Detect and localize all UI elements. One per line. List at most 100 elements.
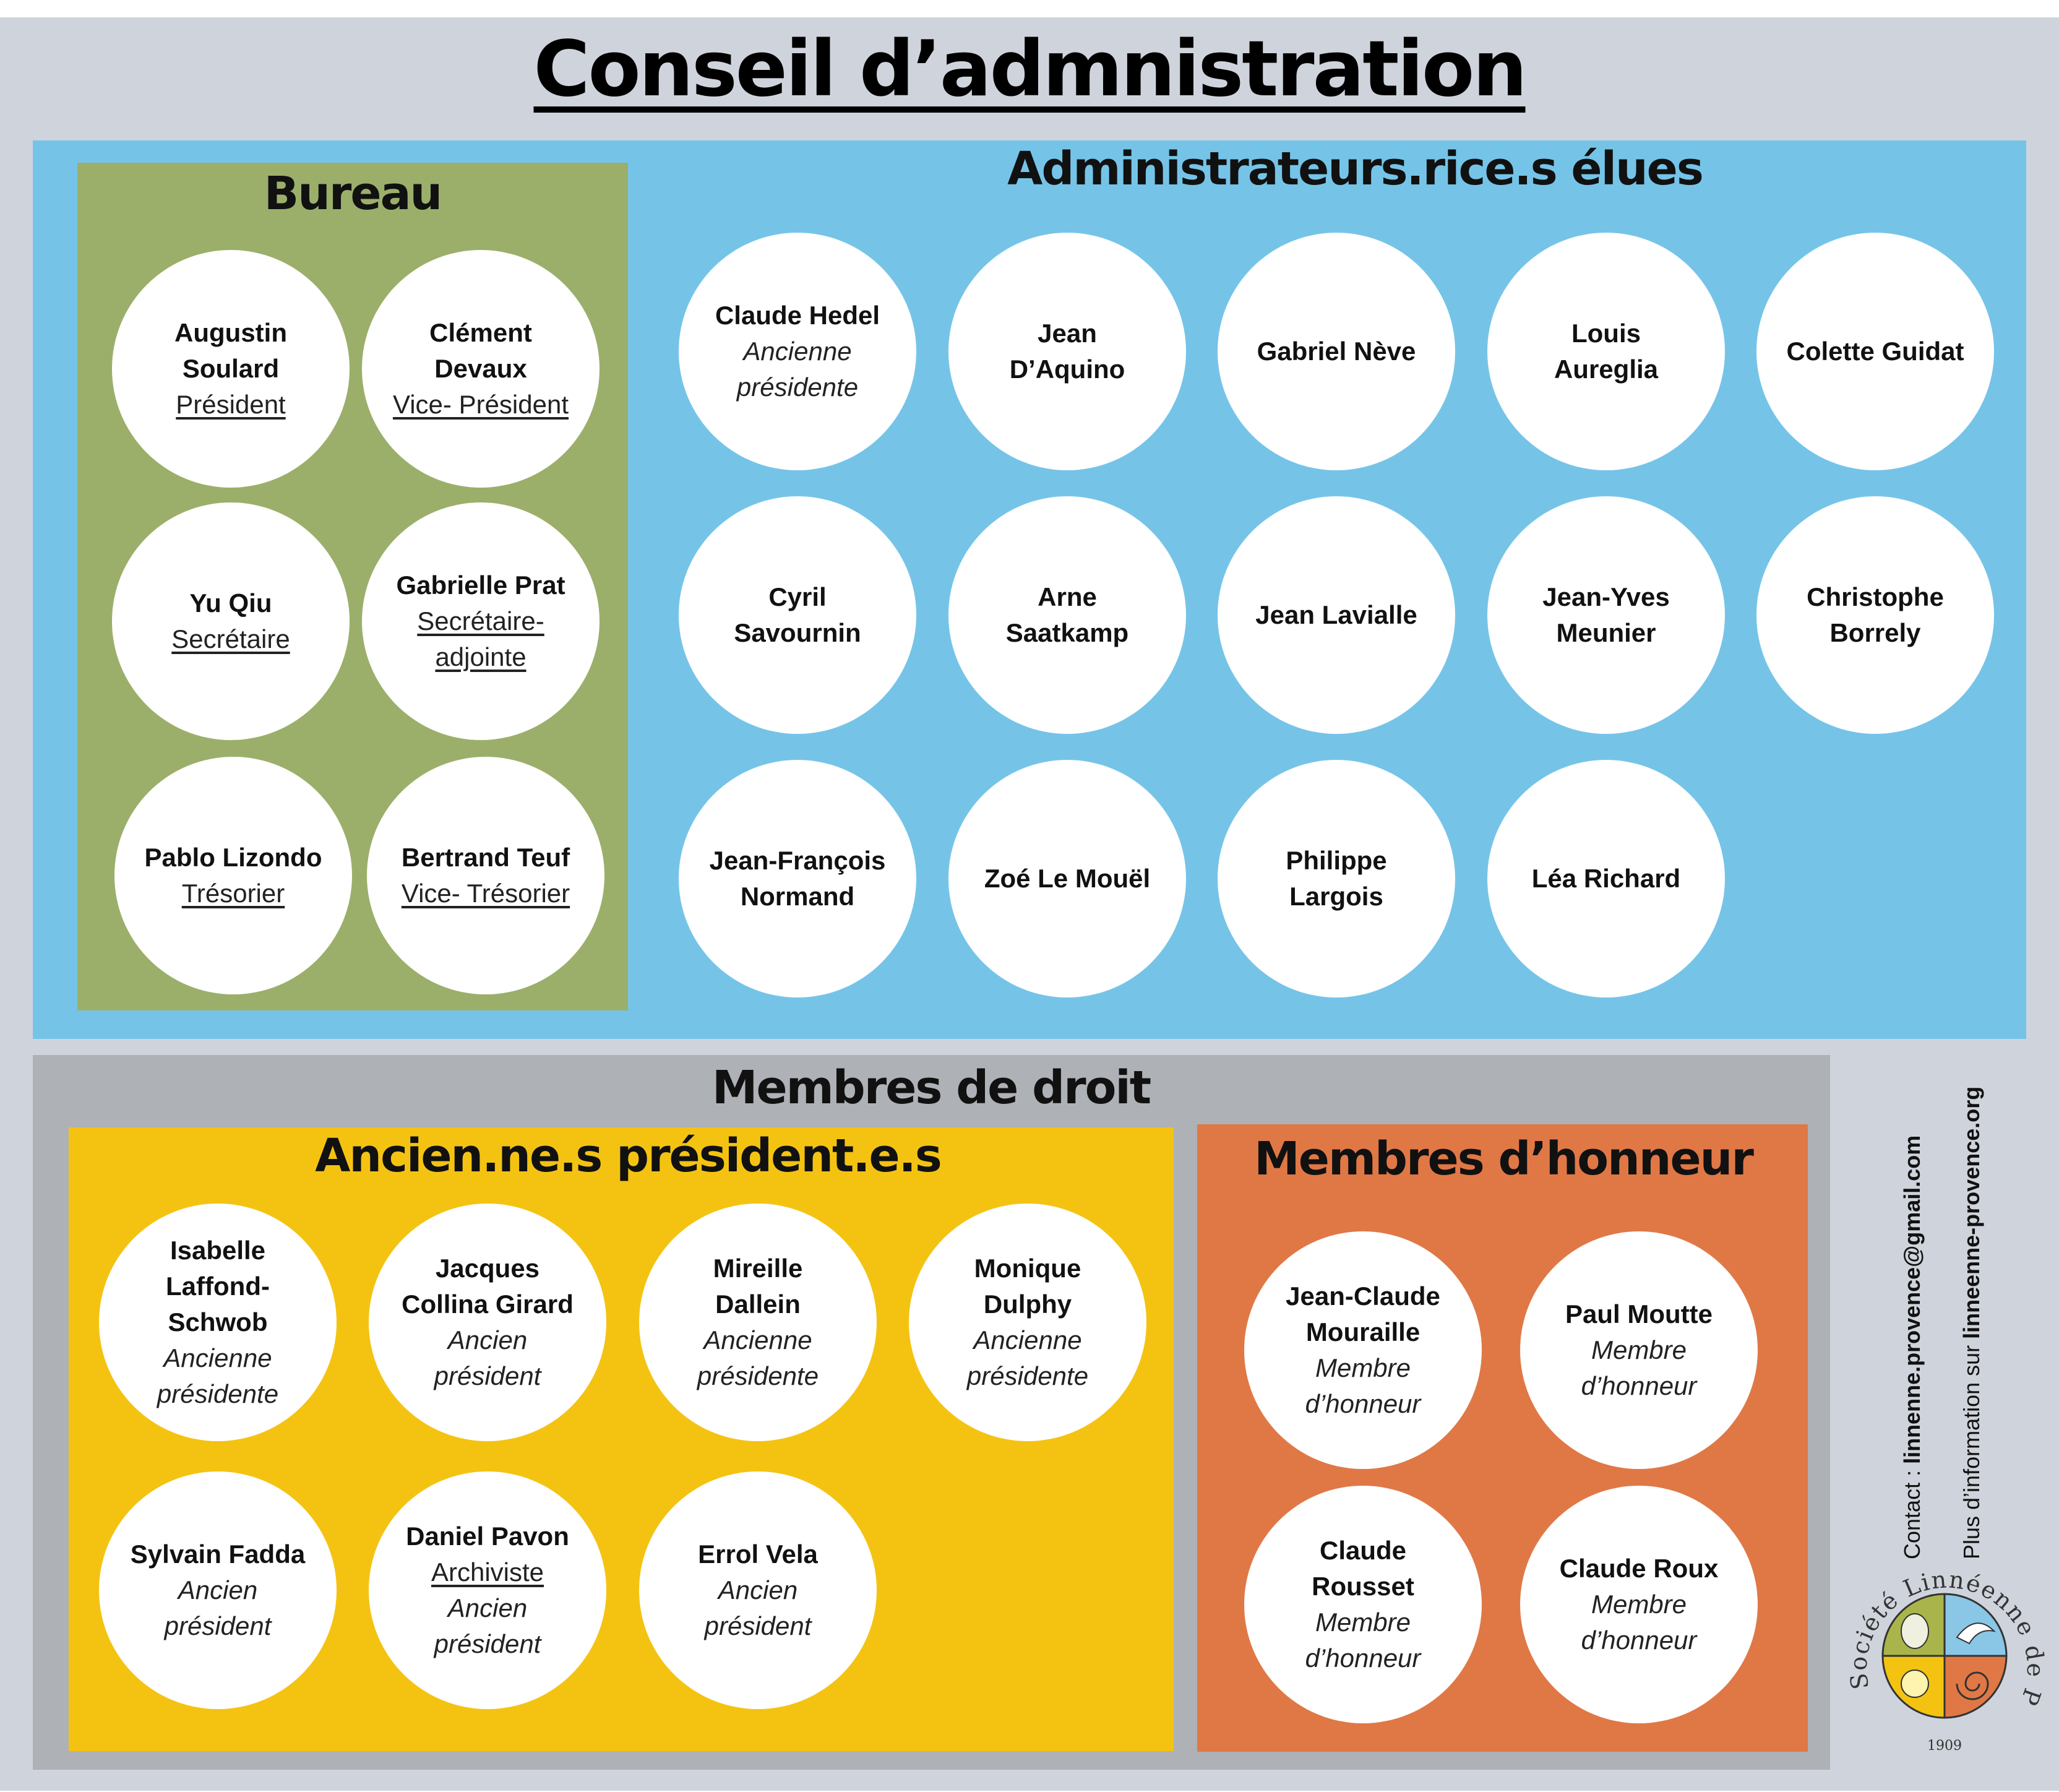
member-name-line: Jean-François [709,846,886,875]
elus-title: Administrateurs.rice.s élues [1007,142,1704,196]
member-circle: Zoé Le Mouël [948,760,1186,997]
member-circle: Colette Guidat [1756,233,1994,470]
member-name-line: Yu Qiu [189,588,272,618]
member-role-line: d’honneur [1581,1371,1697,1400]
member-role-line: Membre [1591,1590,1687,1619]
member-name-line: Bertrand Teuf [401,843,570,872]
website-line: Plus d’information sur linneenne-provenc… [1959,1087,1985,1559]
contact-line: Contact : linnenne.provence@gmail.com [1899,1135,1925,1559]
member-role-line: Membre [1315,1353,1411,1382]
member-name-line: Jean-Claude [1286,1282,1440,1311]
member-role-line: Secrétaire- [417,606,544,635]
member-role: Secrétaire [171,624,290,653]
website-link[interactable]: linneenne-provence.org [1959,1086,1984,1339]
logo-emblem [1881,1593,2008,1719]
member-name-line: Jean-Yves [1542,582,1670,611]
member-role-line: Ancienne [743,337,852,366]
member-role-line: Ancien [718,1575,798,1605]
member-name-line: Devaux [434,354,527,383]
member-role-line: Ancien [447,1325,528,1355]
member-name-line: Laffond- [166,1272,270,1301]
member-circle: Léa Richard [1487,760,1725,997]
member-name-line: Cyril [768,582,827,611]
member-name-line: Isabelle [170,1236,266,1265]
member-role-line: d’honneur [1305,1643,1421,1673]
member-role-line: Ancien [178,1575,258,1605]
member-name-line: Saatkamp [1005,618,1129,647]
member-role-line: présidente [157,1379,279,1408]
member-name-line: Soulard [182,354,280,383]
member-role-line: Membre [1315,1608,1411,1637]
member-role: Trésorier [181,879,285,908]
member-name-line: Jacques [435,1254,540,1283]
member-name-line: Collina Girard [402,1290,574,1319]
member-name-line: Claude [1319,1536,1407,1565]
member-name-line: Jean [1038,319,1097,348]
member-role-line: présidente [736,373,859,402]
membres-de-droit-title: Membres de droit [711,1061,1151,1114]
member-role-line: président [434,1361,541,1390]
website-label: Plus d’information sur [1959,1338,1984,1559]
member-role-line: président [434,1629,541,1658]
member-name-line: Dulphy [983,1290,1072,1319]
member-name-line: Gabriel Nève [1257,337,1416,366]
member-role-line: d’honneur [1581,1626,1697,1655]
contact-label: Contact : [1899,1463,1925,1559]
anciens-presidents-title: Ancien.ne.s président.e.s [315,1129,942,1182]
member-name-line: Meunier [1556,618,1656,647]
member-function: Archiviste [431,1557,544,1587]
member-name-line: Daniel Pavon [406,1522,569,1551]
member-role-line: président [704,1611,812,1640]
member-name-line: Colette Guidat [1786,337,1964,366]
member-name-line: Dallein [715,1290,801,1319]
member-role: Vice- Trésorier [401,879,570,908]
member-name-line: Normand [740,882,855,911]
member-role-line: Ancien [447,1593,528,1622]
contact-email[interactable]: linnenne.provence@gmail.com [1899,1135,1925,1464]
member-name-line: Sylvain Fadda [130,1540,306,1569]
member-name-line: Monique [974,1254,1081,1283]
member-name-line: Arne [1038,582,1097,611]
member-name-line: Aureglia [1554,355,1659,384]
member-name-line: Jean Lavialle [1255,600,1417,629]
member-role-line: présidente [697,1361,819,1390]
member-name-line: Pablo Lizondo [144,843,322,872]
member-role-line: président [164,1611,272,1640]
member-name-line: Léa Richard [1531,864,1681,893]
member-name-line: Christophe [1807,582,1944,611]
member-name-line: Clément [429,318,532,347]
member-name-line: Schwob [168,1307,268,1337]
page-title: Conseil d’admnistration [533,25,1527,114]
member-name-line: Errol Vela [698,1540,818,1569]
bureau-title: Bureau [264,167,442,220]
member-name-line: Zoé Le Mouël [984,864,1151,893]
member-name-line: Louis [1571,319,1641,348]
member-role-line: Ancienne [703,1325,812,1355]
member-role-line: Membre [1591,1335,1687,1364]
member-name-line: Augustin [174,318,287,347]
member-name-line: Claude Hedel [715,301,880,330]
member-circle: Gabriel Nève [1218,233,1455,470]
member-name-line: Mouraille [1305,1317,1421,1346]
member-role-line: Ancienne [163,1343,272,1372]
member-name-line: Borrely [1829,618,1921,647]
member-name-line: Paul Moutte [1565,1299,1713,1329]
